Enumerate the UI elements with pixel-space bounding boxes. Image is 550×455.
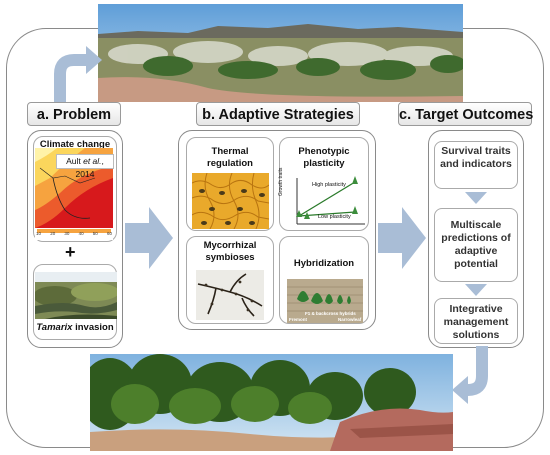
- citation-year: , 2014: [75, 156, 104, 179]
- mycorrhizal-title: Mycorrhizal symbioses: [203, 240, 257, 263]
- phenotypic-title: Phenotypic plasticity: [298, 146, 350, 169]
- problem-header: a. Problem: [27, 102, 121, 126]
- outcomes-header: c. Target Outcomes: [398, 102, 533, 126]
- map-tick: 30: [64, 231, 70, 236]
- outcome-arrow-2: [465, 284, 487, 296]
- map-tick: 10: [36, 231, 42, 236]
- map-tick-labels: 10 20 30 40 50 60: [36, 231, 112, 236]
- thermal-title: Thermal regulation: [207, 146, 253, 169]
- hybridization-title: Hybridization: [293, 258, 355, 269]
- outcome-arrow-1: [465, 192, 487, 204]
- outcome-management-text: Integrative management solutions: [443, 303, 509, 341]
- map-tick: 60: [106, 231, 112, 236]
- low-plasticity-label: Low plasticity: [318, 214, 351, 220]
- outcome-predictions-text: Multiscale predictions of adaptive poten…: [441, 219, 511, 270]
- outcome-management: Integrative management solutions: [434, 298, 518, 344]
- narrowleaf-label: Narrowleaf: [338, 317, 362, 322]
- map-tick: 40: [78, 231, 84, 236]
- invasion-genus: Tamarix: [36, 322, 73, 333]
- invasion-caption: Tamarix invasion: [33, 322, 117, 333]
- root-fungi-image: [196, 270, 264, 320]
- citation-box: Ault et al., 2014: [56, 154, 114, 179]
- arrow-problem-to-strategies: [125, 207, 173, 269]
- citation-etal: et al.: [80, 156, 102, 166]
- arrow-strategies-to-outcomes: [378, 207, 426, 269]
- high-plasticity-label: High plasticity: [312, 182, 346, 188]
- map-tick: 20: [50, 231, 56, 236]
- riparian-photo-bottom: [90, 354, 453, 451]
- plus-sign: +: [65, 242, 76, 262]
- strategies-header: b. Adaptive Strategies: [196, 102, 360, 126]
- hybrid-leaves-image: [287, 279, 363, 323]
- curved-arrow-bottom: [452, 346, 488, 404]
- fremont-label: Fremont: [289, 317, 307, 322]
- invasion-rest: invasion: [72, 322, 114, 333]
- outcome-survival: Survival traits and indicators: [434, 141, 518, 189]
- plasticity-graph: [296, 176, 365, 225]
- curved-arrow-top: [54, 46, 102, 104]
- outcome-survival-text: Survival traits and indicators: [440, 145, 512, 170]
- climate-title: Climate change: [39, 139, 111, 150]
- map-tick: 50: [92, 231, 98, 236]
- citation-author: Ault: [66, 156, 81, 166]
- hybrid-label: F1 & backcross hybrids: [305, 311, 356, 316]
- leaf-cells-image: [192, 173, 269, 229]
- growth-traits-label: Growth traits: [278, 167, 284, 196]
- outcome-predictions: Multiscale predictions of adaptive poten…: [434, 208, 518, 282]
- tamarix-photo: [35, 272, 117, 319]
- landscape-photo-top: [98, 4, 463, 102]
